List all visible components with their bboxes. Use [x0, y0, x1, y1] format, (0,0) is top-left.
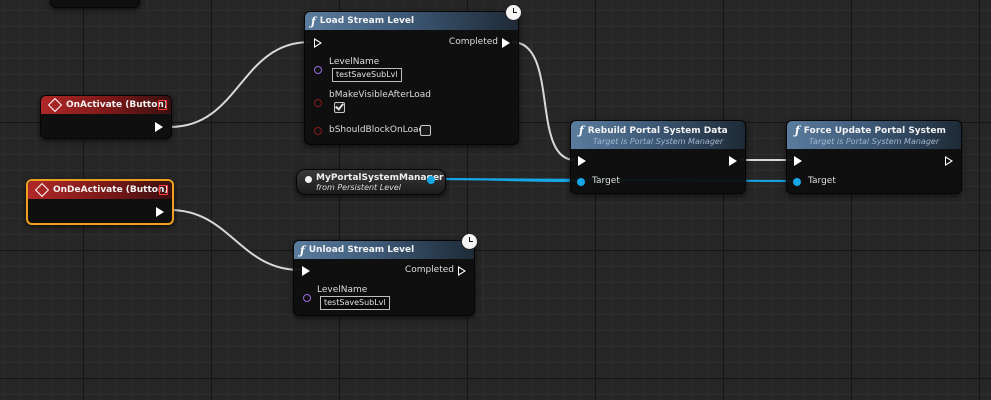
load-completed-label: Completed — [448, 37, 498, 47]
event-diamond-icon — [34, 182, 50, 198]
load-completed-pin[interactable] — [502, 38, 510, 48]
load-blockonload-label: bShouldBlockOnLoad — [329, 125, 425, 135]
portal-manager-subtitle: from Persistent Level — [316, 183, 401, 192]
rebuild-portal-subtitle: Target is Portal System Manager — [593, 137, 724, 146]
unload-levelname-pin[interactable] — [303, 294, 311, 302]
rebuild-target-label: Target — [592, 176, 620, 186]
on-activate-header[interactable]: OnActivate (Button) — [41, 96, 171, 114]
load-makevisible-pin[interactable] — [314, 99, 322, 107]
offscreen-node-fragment[interactable] — [50, 0, 140, 8]
load-makevisible-checkbox[interactable] — [334, 102, 345, 113]
on-deactivate-delegate-pin[interactable] — [159, 185, 168, 195]
function-f-icon: ƒ — [795, 124, 800, 137]
force-update-portal-node[interactable]: ƒ Force Update Portal System Target is P… — [786, 120, 962, 194]
unload-stream-level-node[interactable]: ƒ Unload Stream Level Completed LevelNam… — [293, 233, 478, 316]
load-makevisible-label: bMakeVisibleAfterLoad — [329, 90, 432, 100]
function-f-icon: ƒ — [579, 124, 584, 137]
force-update-target-pin[interactable] — [793, 178, 801, 186]
rebuild-exec-out-pin[interactable] — [729, 156, 737, 166]
clock-icon — [505, 4, 522, 21]
unload-levelname-label: LevelName — [317, 285, 368, 295]
force-update-subtitle: Target is Portal System Manager — [809, 137, 940, 146]
on-activate-title: OnActivate (Button) — [66, 100, 168, 110]
unload-stream-level-title: Unload Stream Level — [308, 245, 415, 255]
rebuild-target-pin[interactable] — [577, 178, 585, 186]
force-update-exec-out-pin[interactable] — [945, 156, 953, 166]
portal-manager-variable-node[interactable]: MyPortalSystemManager from Persistent Le… — [296, 169, 446, 195]
force-update-title: Force Update Portal System — [803, 125, 946, 136]
load-stream-level-header[interactable]: ƒ Load Stream Level — [305, 4, 522, 30]
load-stream-level-title: Load Stream Level — [319, 16, 415, 26]
unload-completed-pin[interactable] — [458, 266, 466, 276]
function-f-icon: ƒ — [300, 243, 305, 257]
load-levelname-label: LevelName — [329, 57, 380, 67]
on-deactivate-event-node[interactable]: OnDeActivate (Button) — [26, 179, 174, 225]
unload-completed-label: Completed — [404, 265, 454, 275]
exec-wire-ondeactivate-to-unload — [169, 209, 301, 271]
on-activate-event-node[interactable]: OnActivate (Button) — [40, 95, 172, 139]
load-levelname-input[interactable]: testSaveSubLvl — [332, 68, 402, 82]
unload-exec-in-pin[interactable] — [302, 266, 310, 276]
object-wire-manager-to-rebuild — [433, 178, 579, 182]
load-blockonload-pin[interactable] — [314, 127, 322, 135]
rebuild-portal-title: Rebuild Portal System Data — [587, 125, 728, 136]
force-update-header[interactable]: ƒ Force Update Portal System Target is P… — [787, 121, 961, 149]
on-deactivate-exec-out-pin[interactable] — [156, 207, 164, 217]
unload-levelname-input[interactable]: testSaveSubLvl — [320, 296, 390, 310]
rebuild-portal-header[interactable]: ƒ Rebuild Portal System Data Target is P… — [571, 121, 745, 149]
force-update-target-label: Target — [808, 176, 836, 186]
load-exec-in-pin[interactable] — [314, 38, 322, 48]
on-activate-delegate-pin[interactable] — [158, 100, 167, 110]
load-levelname-pin[interactable] — [314, 66, 322, 74]
load-stream-level-node[interactable]: ƒ Load Stream Level Completed LevelName … — [304, 4, 522, 145]
event-diamond-icon — [47, 97, 63, 113]
force-update-exec-in-pin[interactable] — [794, 156, 802, 166]
on-activate-exec-out-pin[interactable] — [155, 122, 163, 132]
portal-manager-title: MyPortalSystemManager — [316, 173, 444, 183]
exec-wire-onactivate-to-load — [169, 41, 311, 128]
exec-wire-load-to-rebuild — [511, 41, 576, 161]
rebuild-portal-node[interactable]: ƒ Rebuild Portal System Data Target is P… — [570, 120, 746, 194]
on-deactivate-title: OnDeActivate (Button) — [53, 185, 169, 195]
variable-dot-icon — [305, 176, 312, 183]
function-f-icon: ƒ — [311, 14, 316, 28]
load-blockonload-checkbox[interactable] — [420, 125, 431, 136]
portal-manager-output-pin[interactable] — [427, 176, 435, 184]
unload-stream-level-header[interactable]: ƒ Unload Stream Level — [294, 233, 478, 259]
rebuild-exec-in-pin[interactable] — [578, 156, 586, 166]
clock-icon — [461, 233, 478, 250]
on-deactivate-header[interactable]: OnDeActivate (Button) — [28, 181, 172, 199]
